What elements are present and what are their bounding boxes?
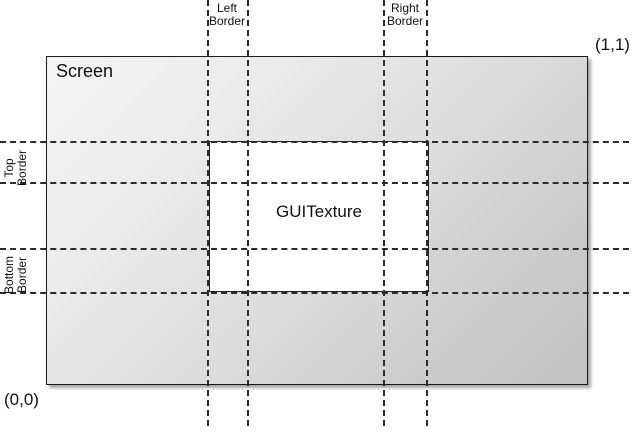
guide-line-right-border-inner — [383, 0, 385, 426]
guide-line-left-border-outer — [207, 0, 209, 426]
guide-line-top-border-inner — [0, 182, 629, 184]
guide-line-top-border-outer — [0, 141, 629, 143]
guide-line-bottom-border-inner — [0, 248, 629, 250]
guide-line-left-border-inner — [247, 0, 249, 426]
label-bottom-border: Bottom Border — [2, 255, 29, 294]
label-top-border: Top Border — [2, 149, 29, 186]
guide-line-right-border-outer — [426, 0, 428, 426]
label-right-border: Right Border — [386, 1, 424, 28]
label-coordinate-top-right: (1,1) — [595, 35, 630, 54]
label-screen: Screen — [56, 61, 114, 81]
label-left-border: Left Border — [208, 1, 246, 28]
label-guitexture: GUITexture — [276, 202, 362, 221]
guitexture-rectangle — [209, 141, 429, 292]
guide-line-bottom-border-outer — [0, 292, 629, 294]
label-coordinate-bottom-left: (0,0) — [4, 390, 39, 409]
